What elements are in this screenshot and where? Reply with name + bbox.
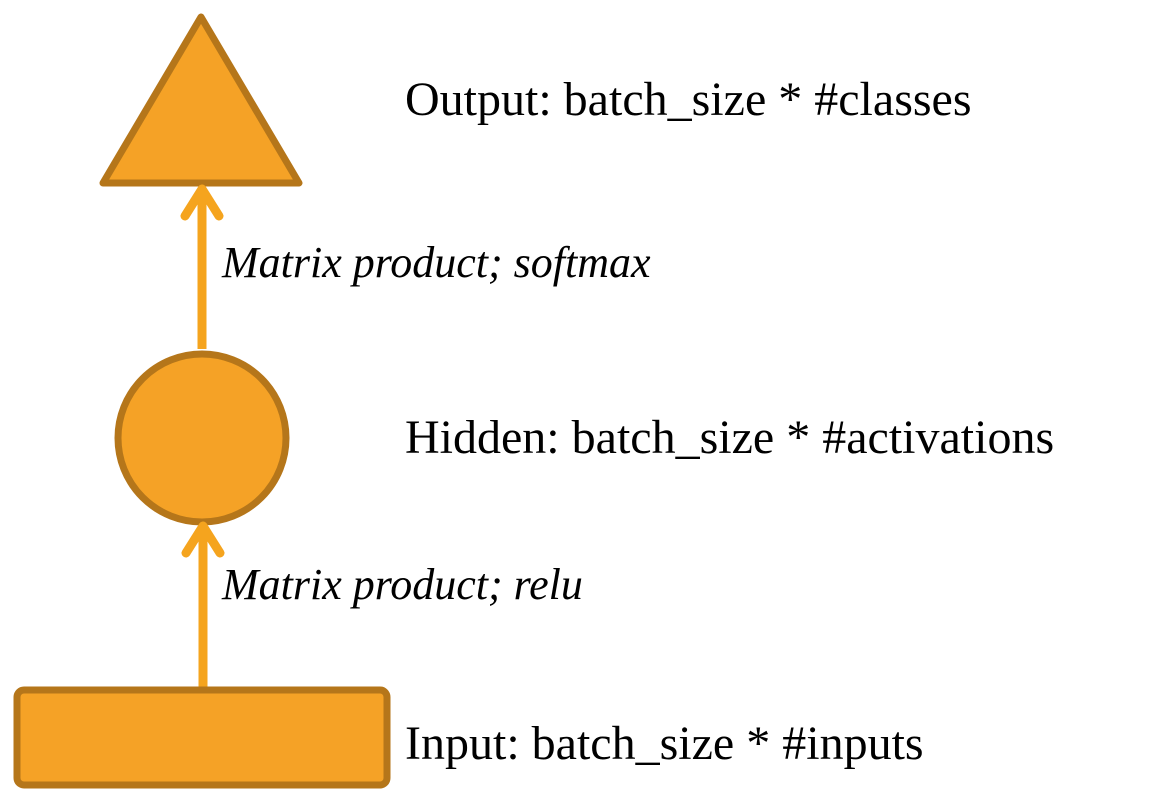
softmax-arrow: [180, 184, 224, 349]
relu-arrowhead-icon: [181, 521, 225, 558]
output-triangle-shape: [99, 13, 303, 187]
hidden-label: Hidden: batch_size * #activations: [405, 411, 1055, 464]
input-label: Input: batch_size * #inputs: [405, 717, 924, 770]
relu-edge-label: Matrix product; relu: [222, 560, 583, 609]
input-rectangle-shape: [13, 686, 391, 789]
hidden-circle-shape: [114, 350, 290, 526]
relu-arrow: [181, 521, 225, 687]
softmax-arrowhead-icon: [180, 184, 224, 221]
softmax-edge-label: Matrix product; softmax: [222, 238, 651, 287]
output-label: Output: batch_size * #classes: [405, 73, 972, 126]
